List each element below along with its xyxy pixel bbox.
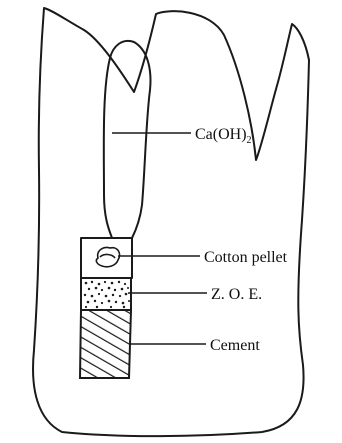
caoh2-label: Ca(OH)2 <box>195 126 252 146</box>
zoe-box <box>81 278 131 310</box>
zoe-label: Z. O. E. <box>211 286 262 303</box>
cement-label: Cement <box>210 337 260 354</box>
cotton-pellet-box <box>81 238 132 278</box>
canal-outline <box>104 41 151 238</box>
cotton-pellet-mark <box>96 247 119 266</box>
zoe-stipple <box>84 281 130 308</box>
tooth-outline <box>33 8 309 436</box>
cement-block <box>80 310 131 378</box>
cotton-pellet-label: Cotton pellet <box>204 249 288 266</box>
